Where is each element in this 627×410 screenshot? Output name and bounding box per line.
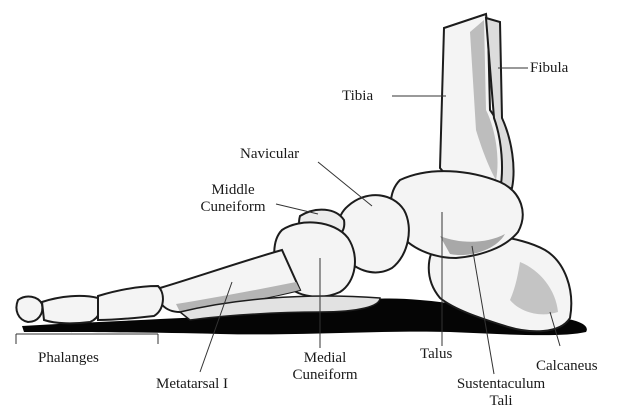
phalanges-label: Phalanges: [38, 350, 99, 367]
phalanx-proximal: [98, 286, 163, 320]
middle-cuneiform-leader: [276, 204, 318, 214]
navicular-leader: [318, 162, 372, 206]
calcaneus-label: Calcaneus: [536, 358, 598, 375]
medial-cuneiform-line2: Cuneiform: [280, 367, 370, 384]
sustentaculum-line2: Tali: [436, 393, 566, 410]
sustentaculum-line1: Sustentaculum: [436, 376, 566, 393]
medial-cuneiform-line1: Medial: [280, 350, 370, 367]
fibula-label: Fibula: [530, 60, 568, 77]
metatarsal-label: Metatarsal I: [156, 376, 228, 393]
tibia-label: Tibia: [342, 88, 373, 105]
medial-cuneiform-label: Medial Cuneiform: [280, 350, 370, 384]
phalanx-middle: [42, 296, 101, 323]
middle-cuneiform-line2: Cuneiform: [188, 199, 278, 216]
middle-cuneiform-line1: Middle: [188, 182, 278, 199]
navicular-label: Navicular: [240, 146, 299, 163]
sustentaculum-label: Sustentaculum Tali: [436, 376, 566, 410]
talus-label: Talus: [420, 346, 452, 363]
middle-cuneiform-label: Middle Cuneiform: [188, 182, 278, 216]
phalanx-distal: [16, 297, 42, 322]
